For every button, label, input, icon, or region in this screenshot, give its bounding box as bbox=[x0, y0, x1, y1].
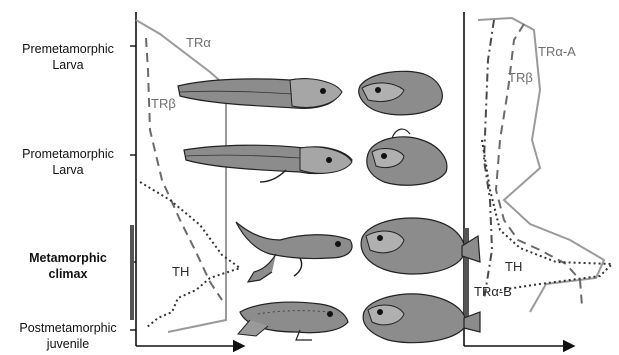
tadpole-premetamorphic-illustration bbox=[178, 79, 342, 109]
right-trb-label: TRβ bbox=[508, 70, 533, 85]
froglet-climax-illustration bbox=[236, 222, 352, 282]
frog-juvenile-illustration bbox=[238, 302, 348, 340]
right-tra-a-label: TRα-A bbox=[538, 44, 576, 59]
right-th-label: TH bbox=[505, 259, 522, 274]
flatfish-prometamorphic-illustration bbox=[367, 129, 447, 185]
left-tra-label: TRα bbox=[186, 35, 211, 50]
flatfish-juvenile-illustration bbox=[363, 294, 480, 343]
left-curves: TRα TRβ TH bbox=[136, 20, 240, 332]
frog-series bbox=[178, 79, 352, 340]
flatfish-premetamorphic-illustration bbox=[359, 71, 443, 115]
left-trb-curve bbox=[146, 38, 222, 300]
flatfish-series bbox=[359, 71, 480, 342]
tadpole-prometamorphic-illustration bbox=[184, 145, 352, 182]
left-th-label: TH bbox=[172, 264, 189, 279]
right-th-curve bbox=[482, 140, 612, 290]
left-trb-label: TRβ bbox=[151, 96, 176, 111]
right-curves: TRα-A TRβ TH TRα-B bbox=[474, 18, 612, 312]
flatfish-climax-illustration bbox=[361, 218, 480, 274]
right-tra-b-label: TRα-B bbox=[474, 284, 512, 299]
right-tra-a-curve bbox=[478, 18, 604, 312]
